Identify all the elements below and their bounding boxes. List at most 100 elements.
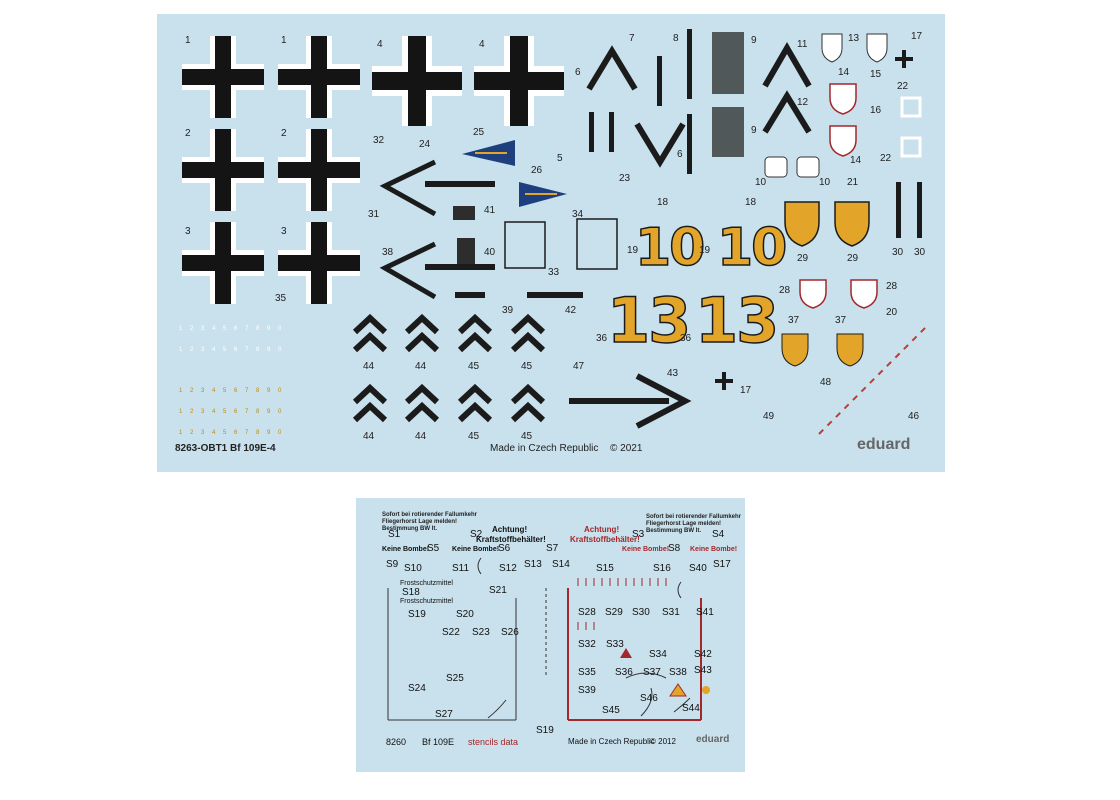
decal-number: 44	[415, 361, 427, 372]
balkenkreuz-cross	[278, 222, 360, 304]
decal-number: 3	[281, 226, 287, 237]
decal-number: 4	[479, 39, 485, 50]
stencil-label: S19	[408, 609, 426, 620]
stencil-label: S35	[578, 667, 596, 678]
stencil-sheet-model: Bf 109E	[422, 737, 455, 747]
stencil-label: S27	[435, 709, 453, 720]
decal-number: 13	[848, 33, 860, 44]
decal-number: 26	[531, 165, 543, 176]
decal-number: 17	[740, 385, 752, 396]
decal-number: 12	[797, 97, 809, 108]
chevron-arrow-24	[379, 159, 437, 217]
decal-number: 5	[557, 153, 563, 164]
decal-number: 20	[886, 307, 898, 318]
decal-number: 29	[797, 253, 809, 264]
number-13-decal: 13	[694, 284, 780, 357]
decal-number: 38	[382, 247, 394, 258]
eduard-logo: eduard	[696, 734, 730, 745]
decal-number: 2	[281, 128, 287, 139]
stencil-sheet-subtitle: stencils data	[468, 737, 519, 747]
stencil-artwork	[387, 557, 710, 721]
stencil-label: S8	[668, 543, 681, 554]
stencil-label: S41	[696, 607, 714, 618]
number-10-decal: 10	[716, 218, 788, 278]
decal-number: 10	[819, 177, 831, 188]
decal-number: 1	[281, 35, 287, 46]
stencil-label: S43	[694, 665, 712, 676]
decal-number: 48	[820, 377, 832, 388]
kraftstoff-text: Kraftstoffbehälter!	[570, 535, 640, 544]
decal-number: 44	[363, 361, 375, 372]
decal-number: 6	[677, 149, 683, 160]
stencil-label: S46	[640, 693, 658, 704]
balkenkreuz-cross	[372, 36, 462, 126]
number-13-decal: 13	[606, 284, 692, 357]
balkenkreuz-cross	[182, 36, 264, 118]
keine-bombe-text: Keine Bombe!	[622, 546, 670, 553]
chevron-arrow-38	[379, 241, 437, 300]
decal-number: 17	[911, 31, 923, 42]
stencil-label: S38	[669, 667, 687, 678]
stripe-38	[425, 264, 495, 270]
stencil-label: S4	[712, 529, 725, 540]
stencil-label: S42	[694, 649, 712, 660]
stencil-sheet-code: 8260	[386, 737, 407, 747]
decal-number: 30	[914, 247, 926, 258]
stencil-label: S22	[442, 627, 460, 638]
decal-number: 18	[657, 197, 669, 208]
keine-bombe-text: Keine Bombe!	[452, 546, 500, 553]
decal-number: 43	[667, 368, 679, 379]
stencil-label: S37	[643, 667, 661, 678]
stencil-label: S7	[546, 543, 559, 554]
double-chevrons	[352, 313, 546, 423]
eduard-logo: eduard	[857, 436, 911, 453]
white-digits-row: 1 2 3 4 5 6 7 8 9 0	[179, 347, 285, 353]
stencil-label: S20	[456, 609, 474, 620]
decal-number: 3	[185, 226, 191, 237]
decal-number: 15	[870, 69, 882, 80]
balkenkreuz-cross	[474, 36, 564, 126]
shield-emblems	[764, 33, 888, 367]
stencil-label: S16	[653, 563, 671, 574]
stencil-label: S15	[596, 563, 614, 574]
stencil-label: S19	[536, 725, 554, 736]
decal-number: 36	[596, 333, 608, 344]
decal-number: 45	[468, 361, 480, 372]
decal-number: 49	[763, 411, 775, 422]
stencil-label: S28	[578, 607, 596, 618]
yellow-digits-row: 1 2 3 4 5 6 7 8 9 0	[179, 388, 285, 394]
yellow-digits-row: 1 2 3 4 5 6 7 8 9 0	[179, 409, 285, 415]
stencil-label: S30	[632, 607, 650, 618]
decal-number: 36	[680, 333, 692, 344]
stencil-label: S13	[524, 559, 542, 570]
decal-number: 31	[368, 209, 380, 220]
stencil-label: S3	[632, 529, 645, 540]
keine-bombe-text: Keine Bombe!	[690, 546, 738, 553]
decal-number: 19	[627, 245, 639, 256]
stencil-label: S12	[499, 563, 517, 574]
stencil-label: S11	[452, 563, 470, 574]
decal-number: 1	[185, 35, 191, 46]
decal-number: 19	[699, 245, 711, 256]
decal-number: 44	[415, 431, 427, 442]
balkenkreuz-cross	[182, 222, 264, 304]
stripe-24	[425, 181, 495, 187]
stencil-label: S33	[606, 639, 624, 650]
decal-number: 41	[484, 205, 496, 216]
decal-number: 8	[673, 33, 679, 44]
decal-number: 23	[619, 173, 631, 184]
decal-number: 47	[573, 361, 585, 372]
decal-number: 9	[751, 35, 757, 46]
decal-number: 14	[850, 155, 862, 166]
decal-number: 22	[897, 81, 909, 92]
decal-number: 45	[521, 431, 533, 442]
decal-number: 42	[565, 305, 577, 316]
stencil-label: S24	[408, 683, 426, 694]
stencil-label: S23	[472, 627, 490, 638]
decal-number: 34	[572, 209, 584, 220]
decal-number: 45	[468, 431, 480, 442]
number-10-decal: 10	[634, 218, 706, 278]
stencil-label: S6	[498, 543, 511, 554]
stencil-label: S5	[427, 543, 440, 554]
